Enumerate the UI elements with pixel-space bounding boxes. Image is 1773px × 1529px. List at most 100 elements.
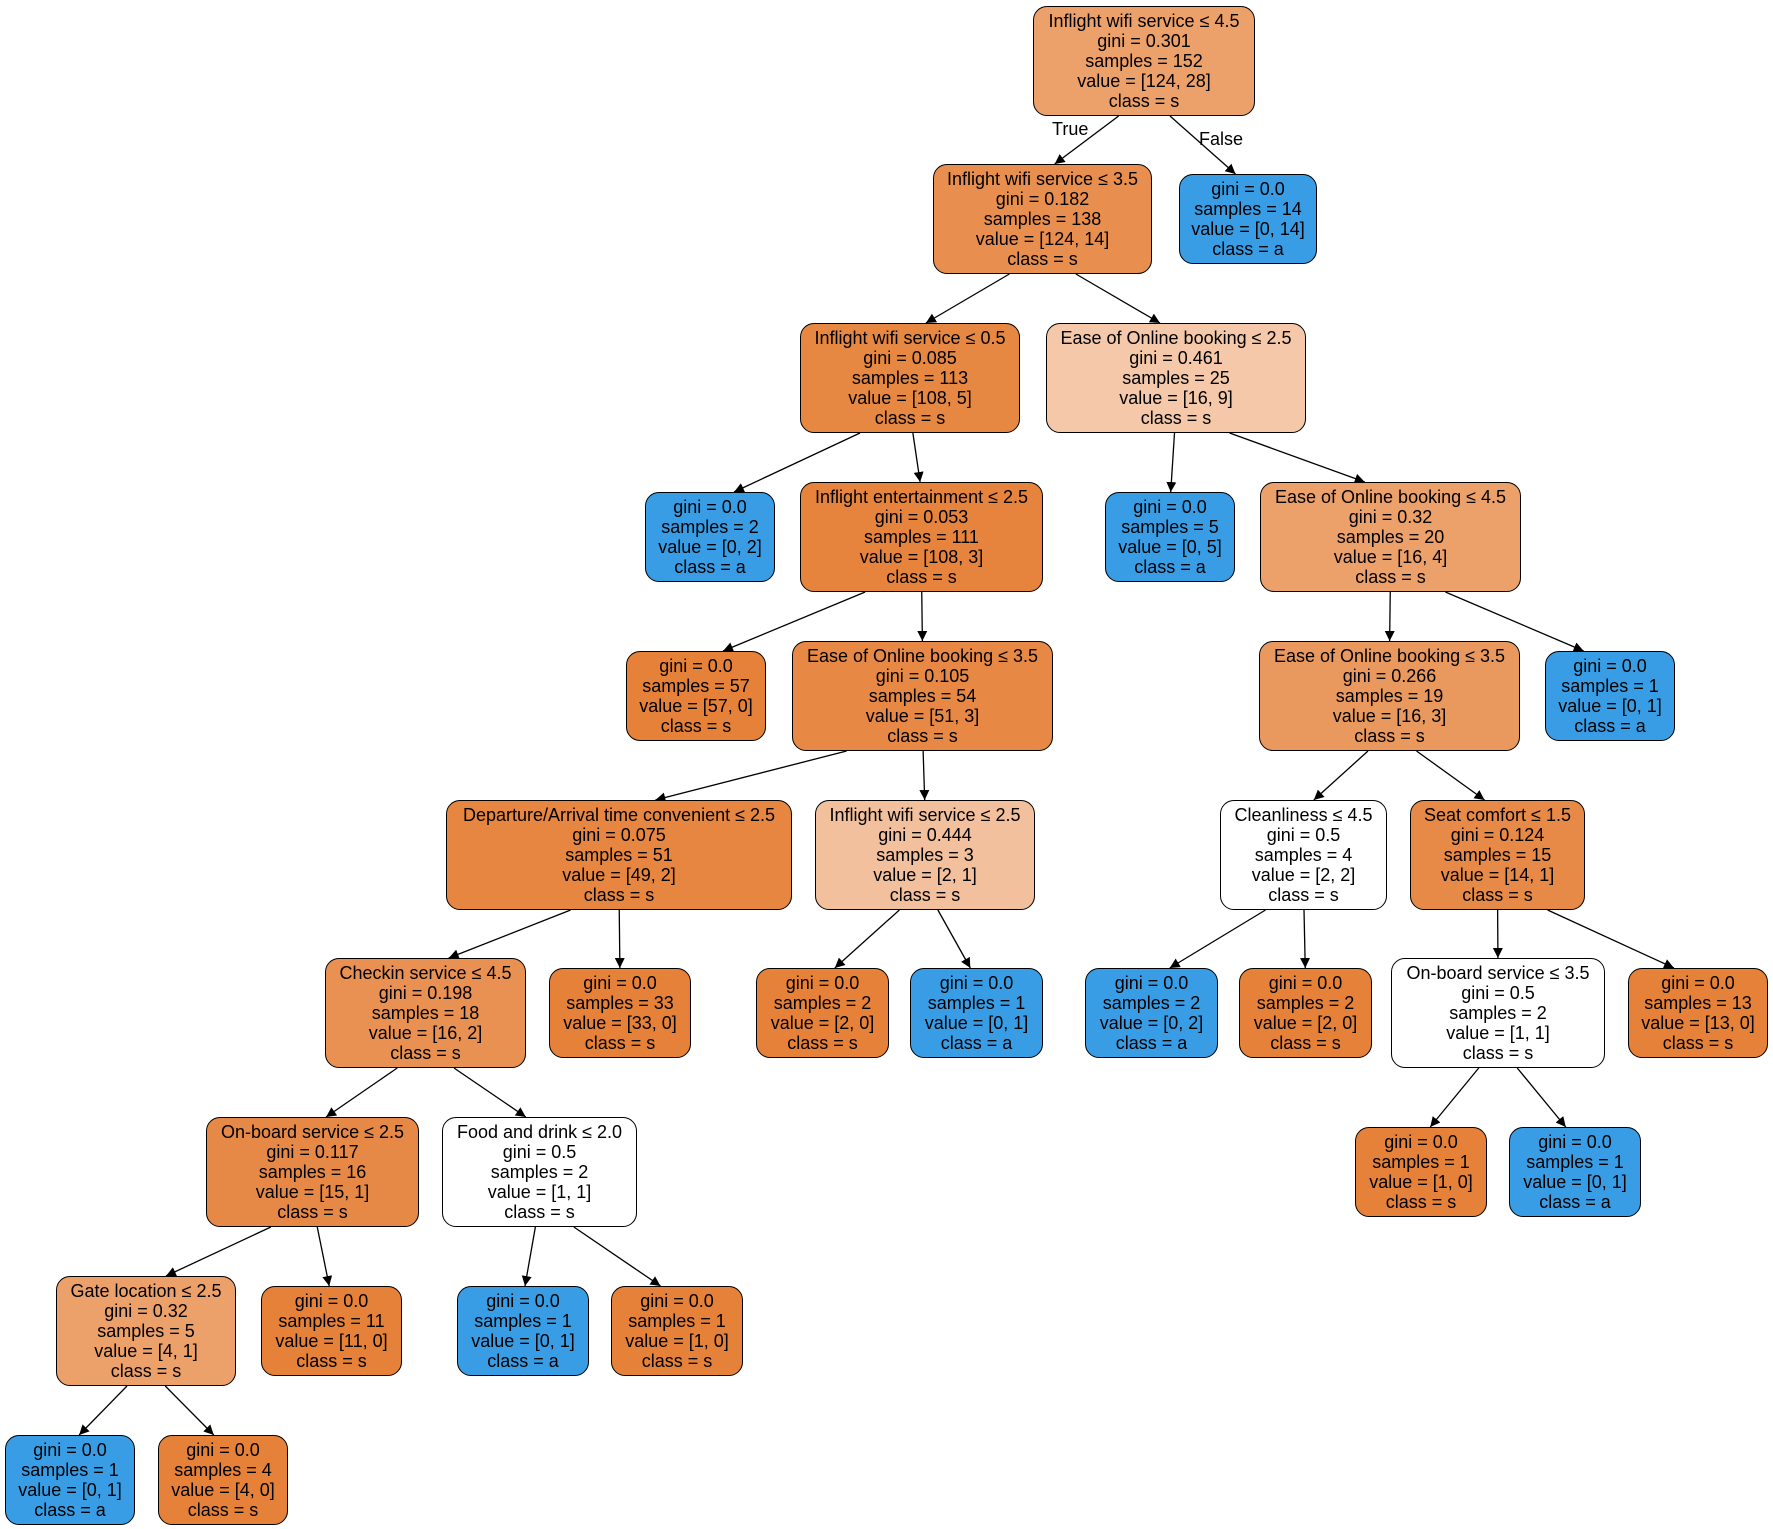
node-text-line: class = s — [187, 1500, 259, 1520]
node-text-line: gini = 0.32 — [104, 1301, 188, 1321]
edge-n14-n20 — [937, 909, 971, 969]
node-text-line: Departure/Arrival time convenient ≤ 2.5 — [462, 805, 776, 825]
edge-n23-n27 — [1429, 1067, 1480, 1128]
node-text-line: class = s — [660, 716, 732, 736]
node-text-line: samples = 1 — [1561, 676, 1659, 696]
edge-n25-n30 — [316, 1226, 333, 1287]
node-text-line: Ease of Online booking ≤ 3.5 — [1273, 646, 1506, 666]
node-text-line: value = [16, 4] — [1333, 547, 1448, 567]
node-text-line: class = s — [583, 885, 655, 905]
node-text-line: class = s — [1355, 567, 1426, 587]
node-text-line: Inflight wifi service ≤ 3.5 — [947, 169, 1138, 189]
node-text-line: gini = 0.0 — [1573, 656, 1647, 676]
node-text-line: class = s — [1354, 726, 1425, 746]
node-text-line: value = [0, 1] — [1523, 1172, 1627, 1192]
node-text-line: gini = 0.301 — [1097, 31, 1191, 51]
edge-n17-n25 — [325, 1067, 398, 1118]
node-text-line: class = s — [1007, 249, 1078, 269]
node-text-line: samples = 19 — [1335, 686, 1444, 706]
node-text-line: value = [49, 2] — [562, 865, 676, 885]
node-text-line: value = [0, 1] — [18, 1480, 122, 1500]
node-text-line: gini = 0.0 — [1133, 497, 1207, 517]
node-text-line: class = s — [1140, 408, 1212, 428]
node-text-line: value = [0, 1] — [1558, 696, 1662, 716]
node-text-line: Checkin service ≤ 4.5 — [339, 963, 512, 983]
edge-n8-n11 — [1384, 591, 1395, 642]
node-text-line: gini = 0.0 — [1114, 973, 1189, 993]
node-text-line: class = s — [1662, 1033, 1734, 1053]
node-text-line: samples = 4 — [174, 1460, 272, 1480]
node-text-line: value = [124, 28] — [1077, 71, 1211, 91]
node-text-line: value = [2, 2] — [1251, 865, 1356, 885]
edge-n26-n31 — [521, 1226, 537, 1287]
node-text-line: value = [0, 2] — [1099, 1013, 1204, 1033]
node-text-line: samples = 1 — [1372, 1152, 1470, 1172]
node-text-line: gini = 0.105 — [875, 666, 970, 686]
node-text-line: value = [33, 0] — [563, 1013, 677, 1033]
node-text-line: gini = 0.0 — [1268, 973, 1343, 993]
node-text-line: gini = 0.32 — [1348, 507, 1433, 527]
edge-n25-n29 — [165, 1226, 272, 1277]
node-text-line: value = [51, 3] — [865, 706, 980, 726]
node-text-line: class = a — [1115, 1033, 1188, 1053]
node-text-line: value = [13, 0] — [1641, 1013, 1755, 1033]
node-text-line: value = [1, 0] — [1369, 1172, 1473, 1192]
node-text-line: gini = 0.0 — [1384, 1132, 1458, 1152]
node-text-line: samples = 1 — [927, 993, 1026, 1013]
node-text-line: gini = 0.124 — [1450, 825, 1545, 845]
edge-n1-n4 — [1075, 273, 1161, 324]
node-text-line: samples = 3 — [876, 845, 974, 865]
node-text-line: samples = 25 — [1122, 368, 1230, 388]
node-text-line: class = s — [887, 726, 958, 746]
edge-n8-n12 — [1445, 591, 1584, 652]
node-text-line: samples = 18 — [371, 1003, 480, 1023]
node-text-line: class = s — [584, 1033, 656, 1053]
node-text-line: value = [16, 2] — [368, 1023, 483, 1043]
node-text-line: value = [11, 0] — [275, 1331, 388, 1351]
node-text-line: class = s — [296, 1351, 367, 1371]
node-text-line: class = s — [110, 1361, 182, 1381]
node-text-line: value = [0, 1] — [471, 1331, 575, 1351]
node-text-line: samples = 1 — [474, 1311, 572, 1331]
node-text-line: Ease of Online booking ≤ 3.5 — [806, 646, 1039, 666]
edge-n3-n6 — [912, 432, 924, 483]
node-text-line: value = [2, 0] — [1253, 1013, 1358, 1033]
node-text-line: value = [0, 2] — [658, 537, 762, 557]
node-text-line: value = [0, 5] — [1118, 537, 1222, 557]
node-text-line: class = s — [874, 408, 946, 428]
node-text-line: value = [1, 0] — [625, 1331, 729, 1351]
node-text-line: value = [1, 1] — [1446, 1023, 1550, 1043]
node-text-line: samples = 111 — [864, 527, 979, 547]
node-text-line: gini = 0.0 — [785, 973, 860, 993]
node-text-line: gini = 0.5 — [502, 1142, 577, 1162]
node-text-line: class = s — [641, 1351, 713, 1371]
node-text-line: Inflight wifi service ≤ 2.5 — [829, 805, 1021, 825]
node-text-line: samples = 1 — [628, 1311, 726, 1331]
node-text-line: class = a — [1212, 239, 1284, 259]
node-text-line: samples = 138 — [983, 209, 1102, 229]
node-text-line: samples = 2 — [773, 993, 872, 1013]
node-text-line: class = s — [1268, 885, 1339, 905]
edge-n0-n2 — [1169, 115, 1236, 175]
node-text-line: Food and drink ≤ 2.0 — [457, 1122, 622, 1142]
edge-n29-n33 — [78, 1385, 128, 1436]
node-text-line: gini = 0.0 — [583, 973, 657, 993]
node-text-line: gini = 0.075 — [572, 825, 666, 845]
node-text-line: class = s — [889, 885, 961, 905]
node-text-line: samples = 2 — [490, 1162, 589, 1182]
